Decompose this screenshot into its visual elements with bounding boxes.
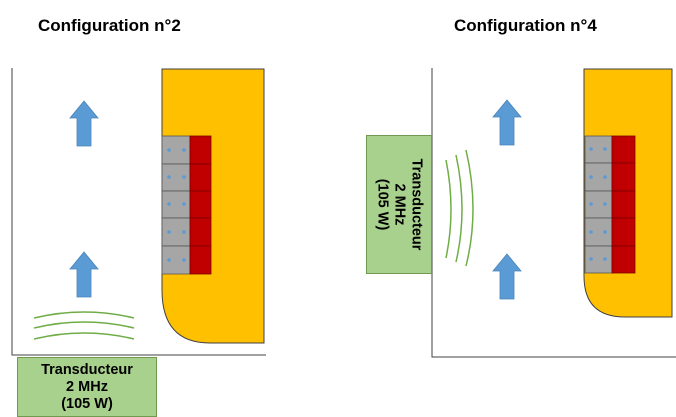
- up-arrow-icon: [492, 99, 522, 146]
- ultrasound-wave-icon: [445, 149, 474, 267]
- ultrasound-wave-icon: [33, 311, 135, 340]
- config-2-title: Configuration n°2: [38, 16, 181, 35]
- transducer-label-line2: 2 MHz: [66, 378, 108, 395]
- tank-outline: [11, 68, 266, 356]
- element-stack: [161, 135, 212, 275]
- config-4-diagram: [431, 68, 676, 358]
- element-stack: [584, 135, 636, 274]
- up-arrow-icon: [69, 100, 99, 147]
- transducer-label-line3: (105 W): [374, 178, 391, 231]
- transducer-box-config-2: Transducteur 2 MHz (105 W): [17, 357, 157, 417]
- up-arrow-icon: [492, 253, 522, 300]
- config-4-title: Configuration n°4: [454, 16, 597, 35]
- up-arrow-icon: [69, 251, 99, 298]
- tank-outline: [431, 68, 676, 358]
- transducer-label-line1: Transducteur: [408, 158, 425, 251]
- transducer-box-config-4: Transducteur 2 MHz (105 W): [366, 135, 432, 274]
- transducer-label-line2: 2 MHz: [391, 183, 408, 226]
- config-2-diagram: [11, 68, 266, 356]
- transducer-label-line3: (105 W): [61, 395, 113, 412]
- transducer-label-line1: Transducteur: [41, 361, 133, 378]
